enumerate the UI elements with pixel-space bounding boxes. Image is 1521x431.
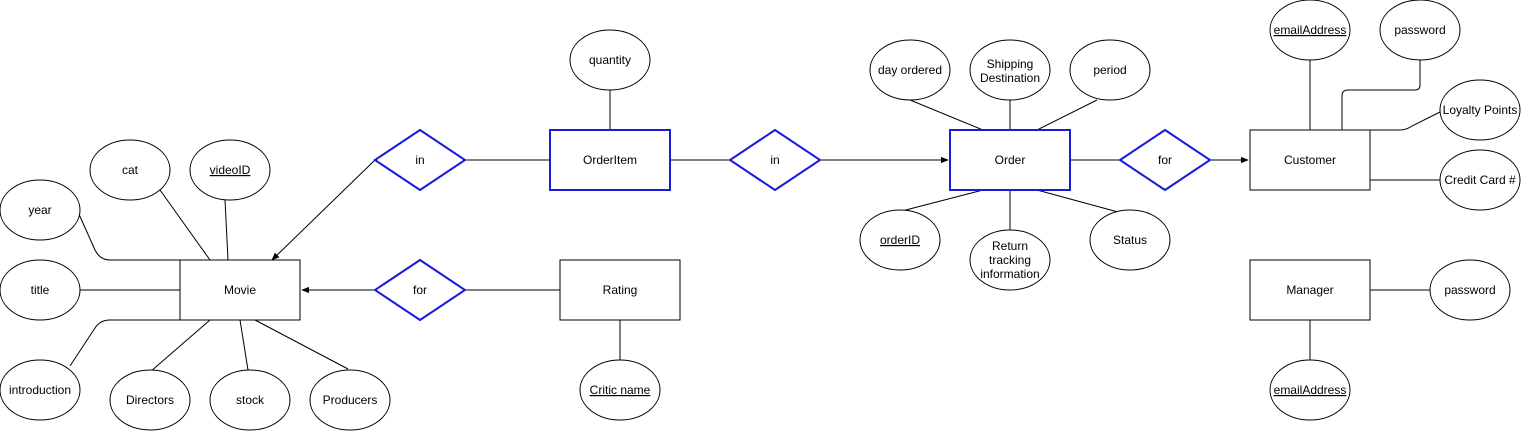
edge-movie-introduction (69, 319, 180, 367)
relationship-for-rating-movie[interactable]: for (373, 258, 467, 322)
edge-order-orderid (897, 189, 984, 213)
attribute-label: orderID (880, 233, 920, 247)
attribute-label-line-1: Shipping (987, 57, 1034, 71)
attribute-customer-password[interactable]: password (1379, 0, 1461, 61)
attribute-label-line-2: tracking (989, 253, 1031, 267)
attribute-customer-email[interactable]: emailAddress (1269, 0, 1351, 61)
attribute-title[interactable]: title (0, 259, 81, 321)
attribute-return-tracking[interactable]: Return tracking information (969, 229, 1051, 291)
relationship-label: for (1158, 153, 1172, 167)
edge-order-status (1036, 189, 1119, 213)
attribute-label: quantity (589, 53, 631, 67)
attribute-label: introduction (9, 383, 71, 397)
edge-movie-cat (159, 189, 211, 261)
attribute-label: Directors (126, 393, 174, 407)
attribute-label: Status (1113, 233, 1147, 247)
edge-order-dayordered (909, 99, 984, 131)
attribute-day-ordered[interactable]: day ordered (869, 39, 951, 101)
attribute-label: emailAddress (1274, 23, 1347, 37)
edge-movie-stock (239, 319, 249, 371)
entity-customer[interactable]: Customer (1249, 129, 1371, 191)
attribute-loyalty-points[interactable]: Loyalty Points (1439, 79, 1521, 141)
attribute-label-line-3: information (980, 267, 1039, 281)
attribute-year[interactable]: year (0, 179, 81, 241)
edge-movie-producers (254, 319, 349, 370)
attribute-label: Critic name (590, 383, 651, 397)
attribute-shipping-destination[interactable]: Shipping Destination (969, 39, 1051, 101)
entity-rating[interactable]: Rating (559, 259, 681, 321)
relationship-label: in (415, 153, 424, 167)
edge-in1-movie (271, 159, 376, 261)
entity-label: Movie (224, 283, 256, 297)
attribute-producers[interactable]: Producers (309, 369, 391, 431)
entity-movie[interactable]: Movie (179, 259, 301, 321)
relationship-label: in (770, 153, 779, 167)
attribute-critic-name[interactable]: Critic name (579, 359, 661, 421)
relationship-label: for (413, 283, 427, 297)
edge-movie-videoid (224, 199, 229, 261)
entity-orderitem[interactable]: OrderItem (549, 129, 671, 191)
entity-label: OrderItem (583, 153, 637, 167)
entity-label: Manager (1286, 283, 1333, 297)
entity-label: Rating (603, 283, 638, 297)
attribute-period[interactable]: period (1069, 39, 1151, 101)
edge-order-period (1036, 99, 1098, 131)
attribute-label-line-1: Return (992, 239, 1028, 253)
relationship-in-orderitem-movie[interactable]: in (373, 128, 467, 192)
entity-order[interactable]: Order (949, 129, 1071, 191)
attribute-label: Loyalty Points (1443, 103, 1518, 117)
attribute-status[interactable]: Status (1089, 209, 1171, 271)
attribute-directors[interactable]: Directors (109, 369, 191, 431)
edge-customer-password (1341, 60, 1421, 130)
attribute-label: day ordered (878, 63, 942, 77)
connector-lines (69, 60, 1443, 373)
attribute-label: Credit Card # (1444, 173, 1516, 187)
entity-label: Order (995, 153, 1026, 167)
attribute-label: Producers (323, 393, 378, 407)
attribute-orderid[interactable]: orderID (859, 209, 941, 271)
attribute-label: title (31, 283, 50, 297)
edge-movie-directors (149, 319, 211, 373)
attribute-introduction[interactable]: introduction (0, 359, 81, 421)
attribute-label: videoID (210, 163, 251, 177)
attribute-quantity[interactable]: quantity (569, 29, 651, 91)
attribute-label: period (1093, 63, 1126, 77)
attribute-label: stock (236, 393, 265, 407)
relationship-for-order-customer[interactable]: for (1118, 128, 1212, 192)
attribute-manager-password[interactable]: password (1429, 259, 1511, 321)
attribute-label: password (1394, 23, 1445, 37)
attribute-videoid[interactable]: videoID (189, 139, 271, 201)
entity-label: Customer (1284, 153, 1336, 167)
edge-customer-loyalty (1370, 110, 1443, 131)
attribute-manager-email[interactable]: emailAddress (1269, 359, 1351, 421)
relationship-in-order-orderitem[interactable]: in (728, 128, 822, 192)
attribute-cat[interactable]: cat (89, 139, 171, 201)
attribute-label: year (28, 203, 51, 217)
entity-manager[interactable]: Manager (1249, 259, 1371, 321)
attribute-credit-card[interactable]: Credit Card # (1439, 149, 1521, 211)
edge-movie-year (77, 211, 180, 261)
attribute-stock[interactable]: stock (209, 369, 291, 431)
attribute-label: cat (122, 163, 139, 177)
attribute-label: password (1444, 283, 1495, 297)
attribute-label-line-2: Destination (980, 71, 1040, 85)
attribute-label: emailAddress (1274, 383, 1347, 397)
